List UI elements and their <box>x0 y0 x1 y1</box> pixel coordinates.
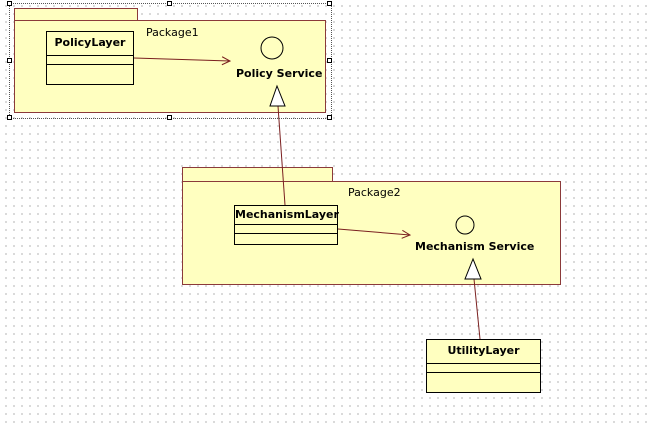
resize-handle-tl[interactable] <box>7 1 12 6</box>
class-utility-layer[interactable]: UtilityLayer <box>426 339 541 393</box>
realization-arrowhead-policyservice <box>269 84 286 107</box>
dependency-policylayer-policyservice[interactable] <box>133 58 230 61</box>
class-policy-layer[interactable]: PolicyLayer <box>46 31 134 85</box>
class-name: MechanismLayer <box>235 206 339 225</box>
selection-outline-package1 <box>9 3 332 119</box>
package1-tab[interactable] <box>14 8 138 21</box>
realization-arrowhead-mechanismservice <box>464 257 482 280</box>
class-attributes <box>235 225 337 234</box>
resize-handle-bl[interactable] <box>7 115 12 120</box>
package2-name: Package2 <box>348 186 401 199</box>
interface-policy-service-label: Policy Service <box>236 67 323 80</box>
resize-handle-ml[interactable] <box>7 58 12 63</box>
class-name: PolicyLayer <box>47 32 133 56</box>
class-attributes <box>47 56 133 65</box>
package1-name: Package1 <box>146 26 199 39</box>
interface-policy-service-circle[interactable] <box>260 36 284 60</box>
interface-mechanism-service-label: Mechanism Service <box>415 240 535 253</box>
class-attributes <box>427 364 540 373</box>
interface-mechanism-service-circle[interactable] <box>455 215 475 235</box>
resize-handle-br[interactable] <box>327 115 332 120</box>
realization-mechanismlayer-policyservice[interactable] <box>277 105 286 206</box>
resize-handle-mr[interactable] <box>327 58 332 63</box>
class-name: UtilityLayer <box>427 340 540 364</box>
package2-tab[interactable] <box>182 167 333 182</box>
resize-handle-bm[interactable] <box>167 115 172 120</box>
resize-handle-tr[interactable] <box>327 1 332 6</box>
resize-handle-tm[interactable] <box>167 1 172 6</box>
class-mechanism-layer[interactable]: MechanismLayer <box>234 205 339 245</box>
realization-utilitylayer-mechanismservice[interactable] <box>473 278 481 340</box>
dependency-mechanismlayer-mechanismservice[interactable] <box>337 228 410 235</box>
